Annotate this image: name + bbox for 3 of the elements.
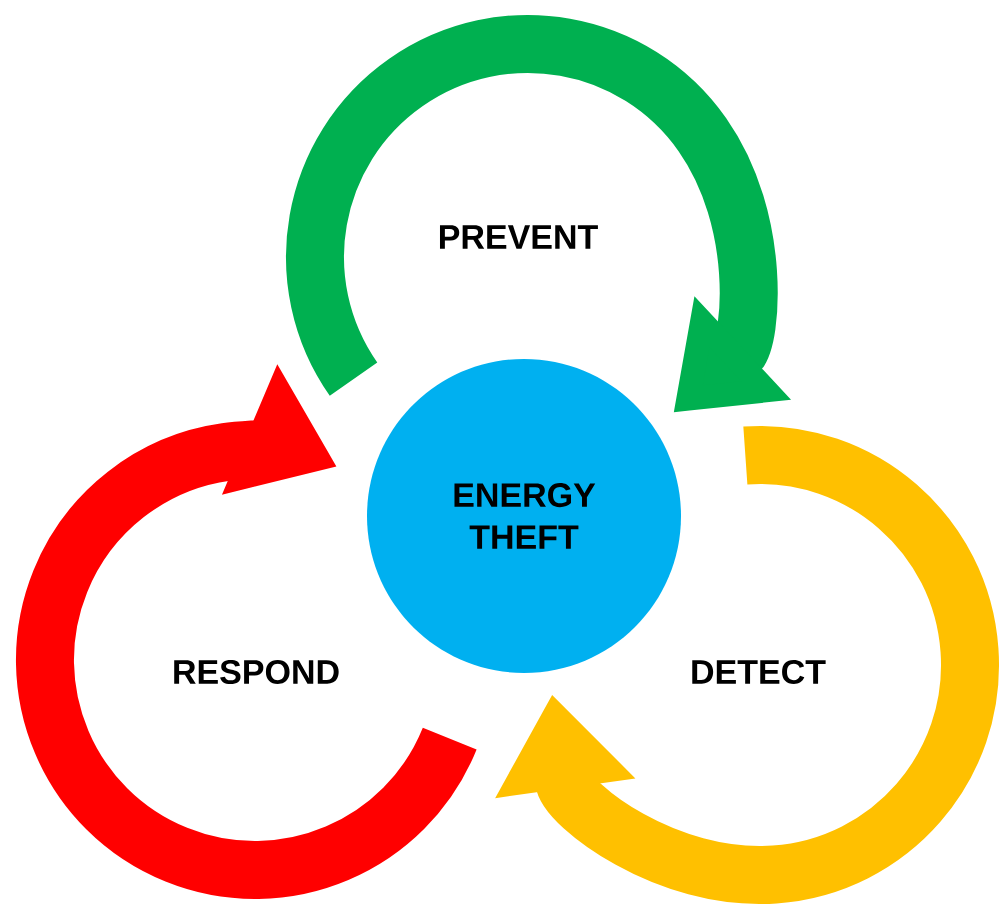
stage-label: PREVENT	[440, 225, 598, 249]
stage-label: RESPOND	[174, 659, 339, 684]
stage-label: DETECT	[692, 659, 826, 684]
